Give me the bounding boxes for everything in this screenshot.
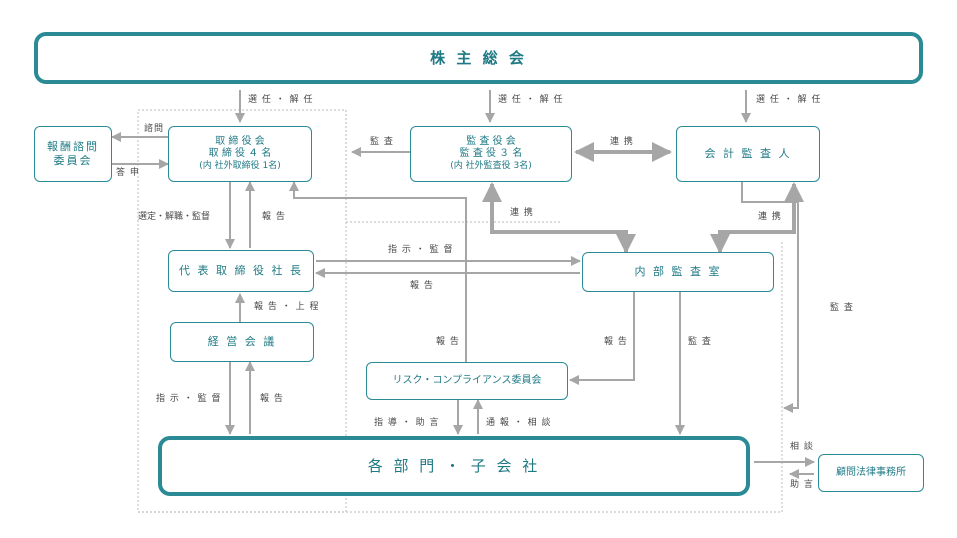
label-elect-auditors: 選 任 ・ 解 任 xyxy=(498,95,564,105)
legal-firm-box: 顧問法律事務所 xyxy=(818,454,924,492)
label-guide: 指 導 ・ 助 言 xyxy=(374,418,440,428)
label-coordinate-right: 連 携 xyxy=(758,212,782,222)
label-report-president: 報 告 xyxy=(262,212,286,222)
remuneration-line1: 報酬諮問 xyxy=(47,140,99,154)
label-report-mgmt: 報 告 ・ 上 程 xyxy=(254,302,320,312)
legal-firm-label: 顧問法律事務所 xyxy=(836,466,906,478)
accounting-auditor-box: 会 計 監 査 人 xyxy=(676,126,820,182)
remuneration-committee-box: 報酬諮問 委員会 xyxy=(34,126,112,182)
board-title: 取 締 役 会 xyxy=(215,135,265,147)
label-elect-board: 選 任 ・ 解 任 xyxy=(248,95,314,105)
audit-board-outside: (内 社外監査役 3名) xyxy=(450,160,532,171)
label-audit-board: 監 査 xyxy=(370,137,394,147)
audit-board-box: 監 査 役 会 監 査 役 ３ 名 (内 社外監査役 3名) xyxy=(410,126,572,182)
president-box: 代 表 取 締 役 社 長 xyxy=(168,250,314,292)
audit-board-members: 監 査 役 ３ 名 xyxy=(459,148,523,160)
label-audit-right: 監 査 xyxy=(830,303,854,313)
label-report-mgmt-dept: 報 告 xyxy=(260,394,284,404)
label-audit-internal: 監 査 xyxy=(688,337,712,347)
label-report-internal: 報 告 xyxy=(604,337,628,347)
label-notify: 通 報 ・ 相 談 xyxy=(486,418,552,428)
board-outside: (内 社外取締役 1名) xyxy=(199,160,281,171)
label-appoint: 選定・解職・監督 xyxy=(138,212,211,222)
departments-subsidiaries-box: 各 部 門 ・ 子 会 社 xyxy=(158,436,750,496)
audit-board-title: 監 査 役 会 xyxy=(466,135,516,147)
shareholders-meeting-label: 株 主 総 会 xyxy=(430,48,527,67)
label-legal-consult: 相 談 xyxy=(790,442,814,452)
dotted-boundary xyxy=(137,109,783,513)
management-meeting-box: 経 営 会 議 xyxy=(170,322,314,362)
label-consult: 諮問 xyxy=(144,124,165,134)
management-meeting-label: 経 営 会 議 xyxy=(207,335,277,349)
president-label: 代 表 取 締 役 社 長 xyxy=(179,264,303,278)
departments-label: 各 部 門 ・ 子 会 社 xyxy=(367,456,541,475)
label-answer: 答 申 xyxy=(116,168,140,178)
accounting-auditor-label: 会 計 監 査 人 xyxy=(704,147,792,161)
internal-audit-office-box: 内 部 監 査 室 xyxy=(582,252,774,292)
board-members: 取 締 役 ４ 名 xyxy=(208,148,272,160)
coordination-lines xyxy=(482,142,804,254)
risk-committee-label: リスク・コンプライアンス委員会 xyxy=(392,374,542,386)
label-report-risk: 報 告 xyxy=(436,337,460,347)
board-of-directors-box: 取 締 役 会 取 締 役 ４ 名 (内 社外取締役 1名) xyxy=(168,126,312,182)
label-elect-accounting: 選 任 ・ 解 任 xyxy=(756,95,822,105)
risk-compliance-committee-box: リスク・コンプライアンス委員会 xyxy=(366,362,568,400)
internal-audit-label: 内 部 監 査 室 xyxy=(634,265,722,279)
label-coordinate-top: 連 携 xyxy=(610,137,634,147)
label-report-audit: 報 告 xyxy=(410,281,434,291)
shareholders-meeting-box: 株 主 総 会 xyxy=(34,32,923,84)
label-instruct-audit: 指 示 ・ 監 督 xyxy=(388,245,454,255)
label-legal-advice: 助 言 xyxy=(790,480,814,490)
label-coordinate-left: 連 携 xyxy=(510,208,534,218)
label-instruct-mgmt: 指 示 ・ 監 督 xyxy=(156,394,222,404)
remuneration-line2: 委員会 xyxy=(53,154,93,167)
